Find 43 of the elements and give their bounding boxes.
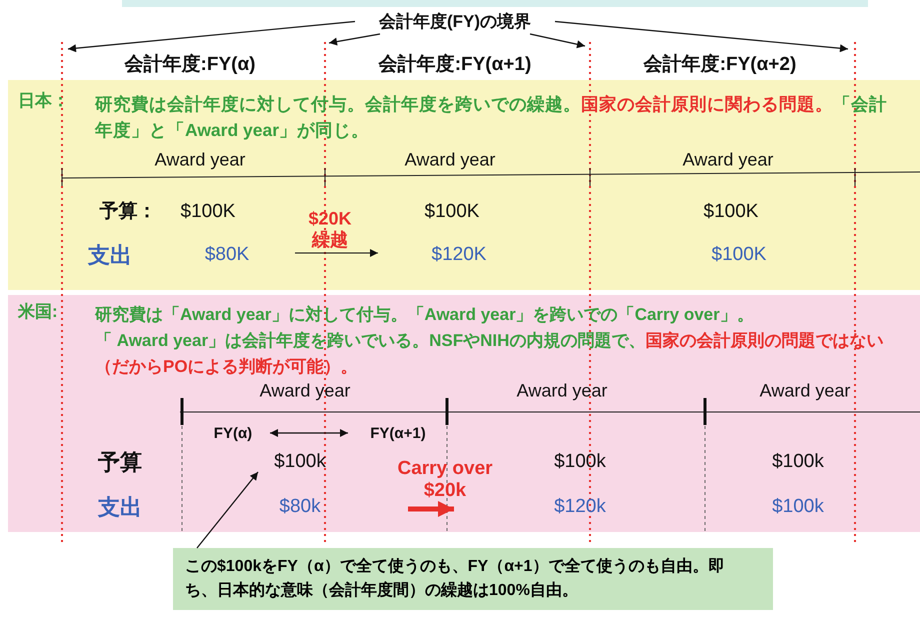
note-text: この$100kをFY（α）で全て使うのも、FY（α+1）で全て使うのも自由。即ち、日本的な意味（会計年度間）の繰越は100%自由。: [185, 556, 726, 601]
spending-amount: $100K: [712, 244, 766, 266]
award-year-label: Award year: [682, 150, 774, 170]
fiscal-year-heading: 会計年度:FY(α+1): [378, 54, 532, 76]
row-label: 予算：: [100, 201, 156, 223]
row-label: 支出: [98, 494, 142, 520]
spending-amount: $100k: [772, 496, 824, 518]
leader-line: [196, 472, 258, 548]
budget-amount: $100K: [424, 201, 480, 223]
award-year-label: Award year: [760, 380, 850, 402]
award-year-label: Award year: [516, 380, 608, 402]
award-year-label: Award year: [260, 380, 350, 402]
row-label: 支出: [88, 242, 132, 268]
award-year-label: Award year: [404, 150, 496, 170]
arrow: [328, 33, 380, 46]
section-panel: [8, 295, 920, 532]
budget-amount: $100k: [772, 451, 824, 473]
note-box: [173, 548, 773, 610]
budget-amount: $100K: [704, 201, 758, 223]
fiscal-year-label: FY(α+1): [352, 421, 444, 445]
arrow: [68, 20, 356, 52]
spending-amount: $80K: [204, 244, 250, 266]
arrow: [554, 20, 848, 52]
budget-amount: $100k: [554, 451, 606, 473]
fiscal-year-heading: 会計年度:FY(α+2): [644, 54, 796, 76]
description-text: 研究費は会計年度に対して付与。会計年度を跨いでの繰越。国家の会計原則に関わる問題。「会計年度」と「Award year」が同じ。: [95, 93, 888, 142]
award-year-label: Award year: [154, 150, 246, 170]
spending-amount: $120K: [432, 244, 486, 266]
spending-amount: $120k: [554, 496, 606, 518]
arrow: [270, 429, 348, 437]
country-label: 米国:: [18, 302, 58, 322]
spending-amount: $80k: [279, 496, 321, 518]
carryover-label: Carry over $20k: [396, 458, 494, 502]
arrow: [530, 33, 586, 48]
country-label: 日本：: [18, 91, 69, 111]
row-label: 予算: [98, 449, 142, 475]
budget-amount: $100K: [180, 201, 236, 223]
carryover-label: $20K 繰越: [307, 208, 353, 250]
section-panel: [8, 80, 920, 290]
boundary-title: 会計年度(FY)の境界: [355, 9, 555, 34]
budget-amount: $100k: [262, 450, 338, 474]
fiscal-year-label: FY(α): [200, 421, 266, 445]
fiscal-year-heading: 会計年度:FY(α): [124, 54, 256, 76]
